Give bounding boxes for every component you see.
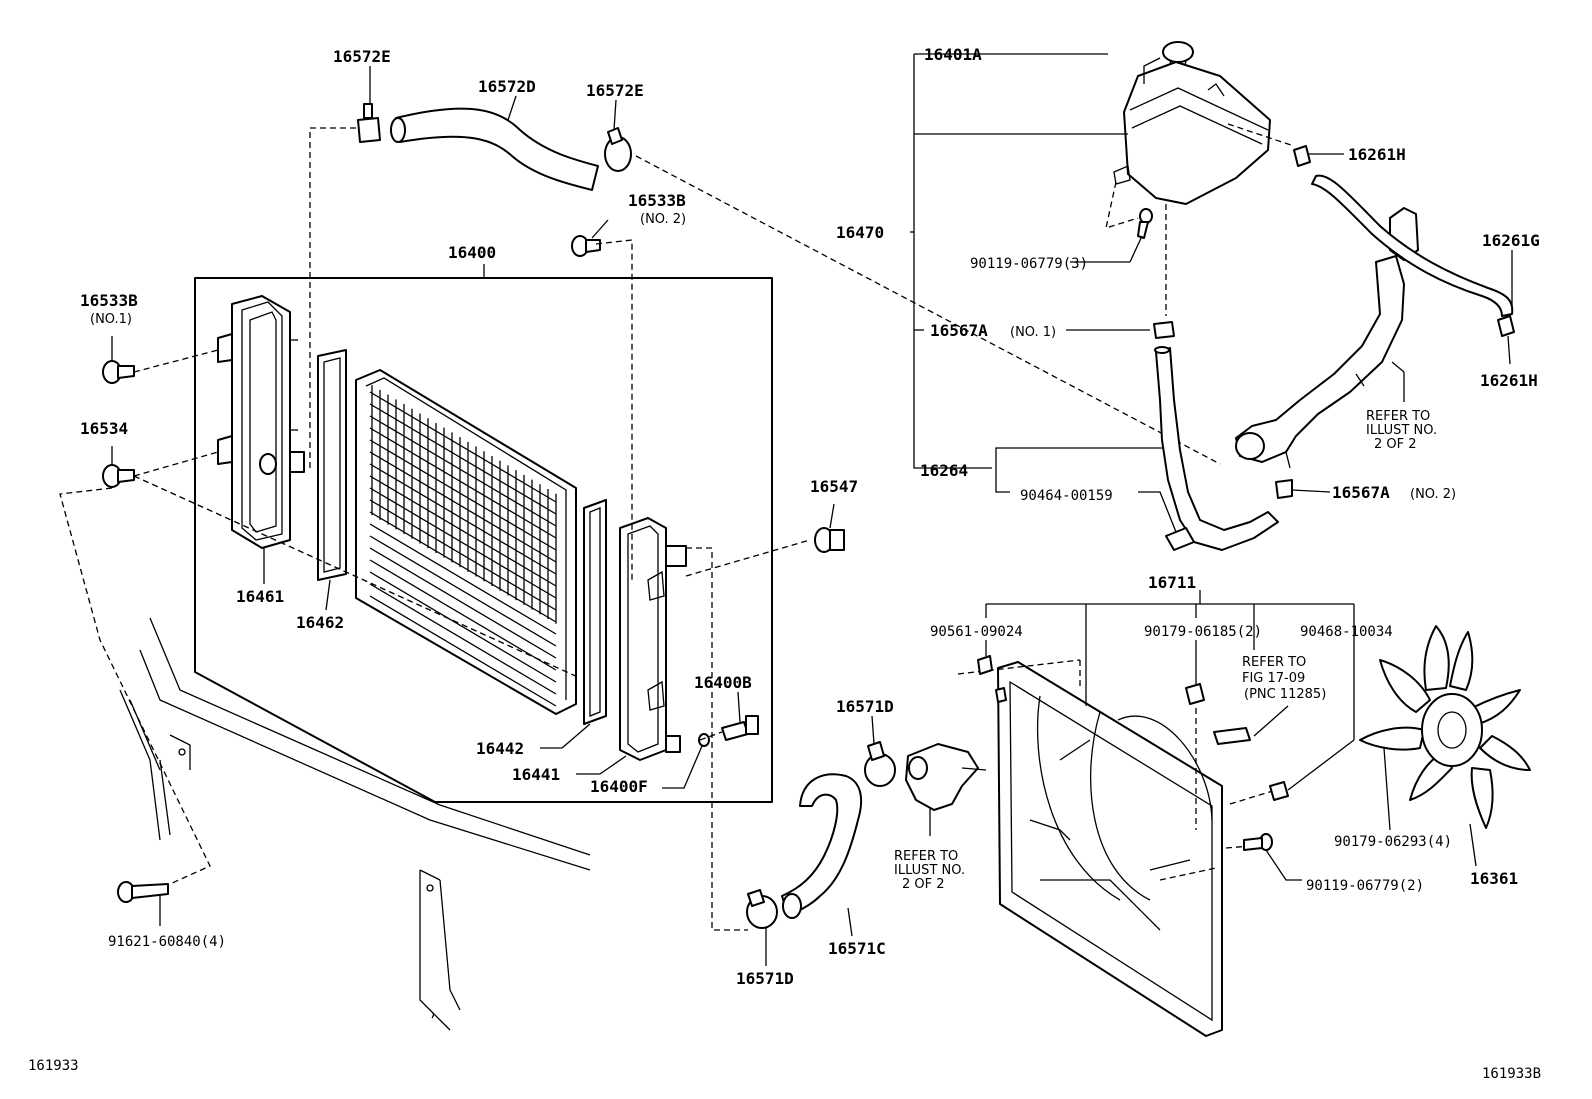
radiator-assembly-frame xyxy=(194,264,773,803)
bolt-91621-60840 xyxy=(117,881,169,926)
label-90464-00159: 90464-00159 xyxy=(1020,488,1113,504)
radiator-core xyxy=(355,369,577,715)
clamp-16572E-right xyxy=(604,127,632,172)
label-16533B-no1: 16533B xyxy=(80,291,138,310)
label-16533B-no2-sub: (NO. 2) xyxy=(640,212,686,227)
reference-note-fig: REFER TO FIG 17-09 (PNC 11285) xyxy=(1242,655,1326,702)
water-pipe-assembly xyxy=(1235,207,1419,469)
label-90179-06293-4: 90179-06293(4) xyxy=(1334,834,1452,850)
refer-top-line1: REFER TO xyxy=(1366,409,1430,424)
clamp-16571D-upper xyxy=(864,741,896,787)
label-16441: 16441 xyxy=(512,765,560,784)
label-16401A: 16401A xyxy=(924,45,982,64)
label-16571D-lower: 16571D xyxy=(736,969,794,988)
label-16547: 16547 xyxy=(810,477,858,496)
label-16567A-no1: 16567A xyxy=(930,321,988,340)
part-labels: 16572E 16572D 16572E 16533B (NO. 2) 1640… xyxy=(80,45,1540,988)
clamp-16567A-no1 xyxy=(1153,321,1175,339)
fan-shroud-16711 xyxy=(957,659,1277,1037)
label-16571D-upper: 16571D xyxy=(836,697,894,716)
alignment-lines-left xyxy=(59,127,1221,931)
reservoir-tank-16470 xyxy=(1105,41,1295,316)
bolt-16533B-no2 xyxy=(571,219,609,257)
label-16533B-no2: 16533B xyxy=(628,191,686,210)
radiator-lower-tank-16441 xyxy=(619,517,687,761)
reservoir-bracket-leaders xyxy=(910,53,1177,533)
label-16470: 16470 xyxy=(836,223,884,242)
refer-top-line3: 2 OF 2 xyxy=(1374,437,1417,452)
label-16361: 16361 xyxy=(1470,869,1518,888)
label-16264: 16264 xyxy=(920,461,968,480)
refer-fig-line3: (PNC 11285) xyxy=(1244,687,1326,702)
hose-16264 xyxy=(1154,346,1279,551)
o-ring-16400F xyxy=(698,733,710,747)
radiator-upper-tank-16461 xyxy=(217,295,305,549)
label-16461: 16461 xyxy=(236,587,284,606)
label-16572E-right: 16572E xyxy=(586,81,644,100)
clamp-16567A-no2 xyxy=(1275,479,1331,499)
refer-bottom-line3: 2 OF 2 xyxy=(902,877,945,892)
label-16567A-no2-sub: (NO. 2) xyxy=(1410,487,1456,502)
hose-16261G xyxy=(1311,174,1514,317)
label-90179-06185-2: 90179-06185(2) xyxy=(1144,624,1262,640)
clip-90464-00159 xyxy=(1165,527,1195,551)
plug-16547 xyxy=(814,503,845,553)
clamp-16571D-lower xyxy=(746,889,778,929)
diagram-code-left: 161933 xyxy=(28,1058,79,1074)
gasket-16442 xyxy=(583,499,607,725)
upper-radiator-hose-16572D xyxy=(390,107,599,191)
refer-bottom-line1: REFER TO xyxy=(894,849,958,864)
label-90119-06779-3: 90119-06779(3) xyxy=(970,256,1088,272)
label-16442: 16442 xyxy=(476,739,524,758)
label-90468-10034: 90468-10034 xyxy=(1300,624,1393,640)
label-16711: 16711 xyxy=(1148,573,1196,592)
refer-bottom-line2: ILLUST NO. xyxy=(894,863,965,878)
label-16400F: 16400F xyxy=(590,777,648,796)
label-16567A-no2: 16567A xyxy=(1332,483,1390,502)
label-16261G: 16261G xyxy=(1482,231,1540,250)
refer-fig-line2: FIG 17-09 xyxy=(1242,671,1305,686)
label-16534: 16534 xyxy=(80,419,128,438)
water-inlet-housing xyxy=(905,743,987,836)
label-16400B: 16400B xyxy=(694,673,752,692)
vehicle-body-outline xyxy=(119,617,591,1031)
label-16400: 16400 xyxy=(448,243,496,262)
clip-16261H-bottom xyxy=(1497,315,1515,365)
label-90119-06779-2: 90119-06779(2) xyxy=(1306,878,1424,894)
refer-fig-line1: REFER TO xyxy=(1242,655,1306,670)
label-91621-60840: 91621-60840(4) xyxy=(108,934,226,950)
reference-note-top: REFER TO ILLUST NO. 2 OF 2 xyxy=(1366,409,1437,452)
fan-bracket-leaders xyxy=(985,590,1391,881)
label-16571C: 16571C xyxy=(828,939,886,958)
label-16462: 16462 xyxy=(296,613,344,632)
clamp-16572E-left xyxy=(357,103,381,143)
label-16261H-bottom: 16261H xyxy=(1480,371,1538,390)
label-16567A-no1-sub: (NO. 1) xyxy=(1010,325,1056,340)
label-16533B-no1-sub: (NO.1) xyxy=(90,312,132,327)
drain-cock-16400B xyxy=(721,715,759,741)
label-16572D: 16572D xyxy=(478,77,536,96)
refer-top-line2: ILLUST NO. xyxy=(1366,423,1437,438)
label-16261H-top: 16261H xyxy=(1348,145,1406,164)
clip-16261H-top xyxy=(1293,145,1344,167)
bolt-16534 xyxy=(102,446,135,488)
bolt-16533B-no1 xyxy=(102,336,135,384)
label-90561-09024: 90561-09024 xyxy=(930,624,1023,640)
label-16572E-left: 16572E xyxy=(333,47,391,66)
bolt-90119-06779-3 xyxy=(1129,208,1153,263)
cooling-fan-16361 xyxy=(1359,625,1531,867)
diagram-code-right: 161933B xyxy=(1482,1066,1541,1082)
lower-radiator-hose-16571C xyxy=(781,773,863,919)
reference-note-bottom: REFER TO ILLUST NO. 2 OF 2 xyxy=(894,849,965,892)
gasket-16462 xyxy=(317,349,347,581)
